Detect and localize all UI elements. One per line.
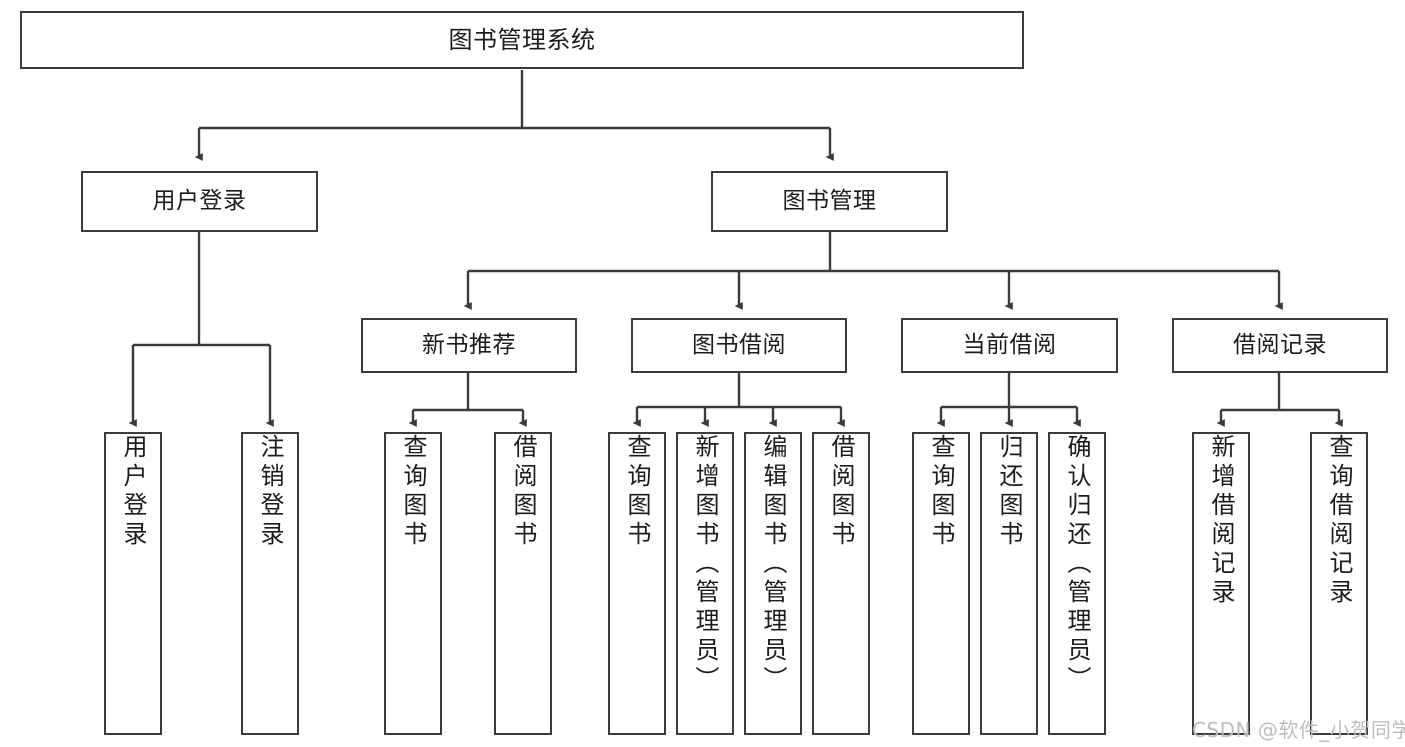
node-label: 用户登录 [152,187,247,214]
leaf-book-borrow-edit-book-admin[interactable]: 编辑图书（管理员） [744,432,802,735]
leaf-borrow-record-query-record[interactable]: 查询借阅记录 [1310,432,1368,735]
node-label: 借阅记录 [1233,331,1327,358]
node-new-book-recommend[interactable]: 新书推荐 [361,318,577,373]
node-label: 当前借阅 [962,331,1057,358]
node-label: 查询图书 [623,434,651,550]
csdn-watermark: CSDN @软件_小贺同学 [1192,718,1405,742]
node-label: 查询借阅记录 [1325,434,1353,608]
leaf-book-borrow-borrow-book[interactable]: 借阅图书 [812,432,870,735]
node-label: 新书推荐 [422,331,516,358]
leaf-new-book-query-book[interactable]: 查询图书 [384,432,442,735]
leaf-book-borrow-query-book[interactable]: 查询图书 [608,432,666,735]
node-label: 借阅图书 [509,434,537,550]
node-label: 借阅图书 [827,434,855,550]
leaf-book-borrow-add-book-admin[interactable]: 新增图书（管理员） [676,432,734,735]
leaf-current-borrow-confirm-return-admin[interactable]: 确认归还（管理员） [1048,432,1106,735]
node-label: 归还图书 [995,434,1023,550]
leaf-borrow-record-add-record[interactable]: 新增借阅记录 [1192,432,1250,735]
node-book-management[interactable]: 图书管理 [711,171,948,232]
leaf-user-login-login[interactable]: 用户登录 [104,432,162,735]
node-user-login[interactable]: 用户登录 [81,171,318,232]
leaf-new-book-borrow-book[interactable]: 借阅图书 [494,432,552,735]
node-label: 编辑图书（管理员） [759,434,787,695]
node-label: 用户登录 [119,434,147,550]
node-book-borrow[interactable]: 图书借阅 [631,318,847,373]
leaf-current-borrow-return-book[interactable]: 归还图书 [980,432,1038,735]
node-label: 查询图书 [399,434,427,550]
node-label: 图书管理系统 [448,25,596,54]
node-root-book-management-system[interactable]: 图书管理系统 [20,11,1024,69]
node-label: 新增图书（管理员） [691,434,719,695]
node-label: 查询图书 [927,434,955,550]
node-current-borrow[interactable]: 当前借阅 [901,318,1118,373]
node-borrow-record[interactable]: 借阅记录 [1172,318,1388,373]
node-label: 图书管理 [782,187,877,214]
node-label: 图书借阅 [692,331,786,358]
leaf-current-borrow-query-book[interactable]: 查询图书 [912,432,970,735]
node-label: 新增借阅记录 [1207,434,1235,608]
node-label: 注销登录 [256,434,284,550]
leaf-user-login-logout[interactable]: 注销登录 [241,432,299,735]
node-label: 确认归还（管理员） [1063,434,1091,695]
